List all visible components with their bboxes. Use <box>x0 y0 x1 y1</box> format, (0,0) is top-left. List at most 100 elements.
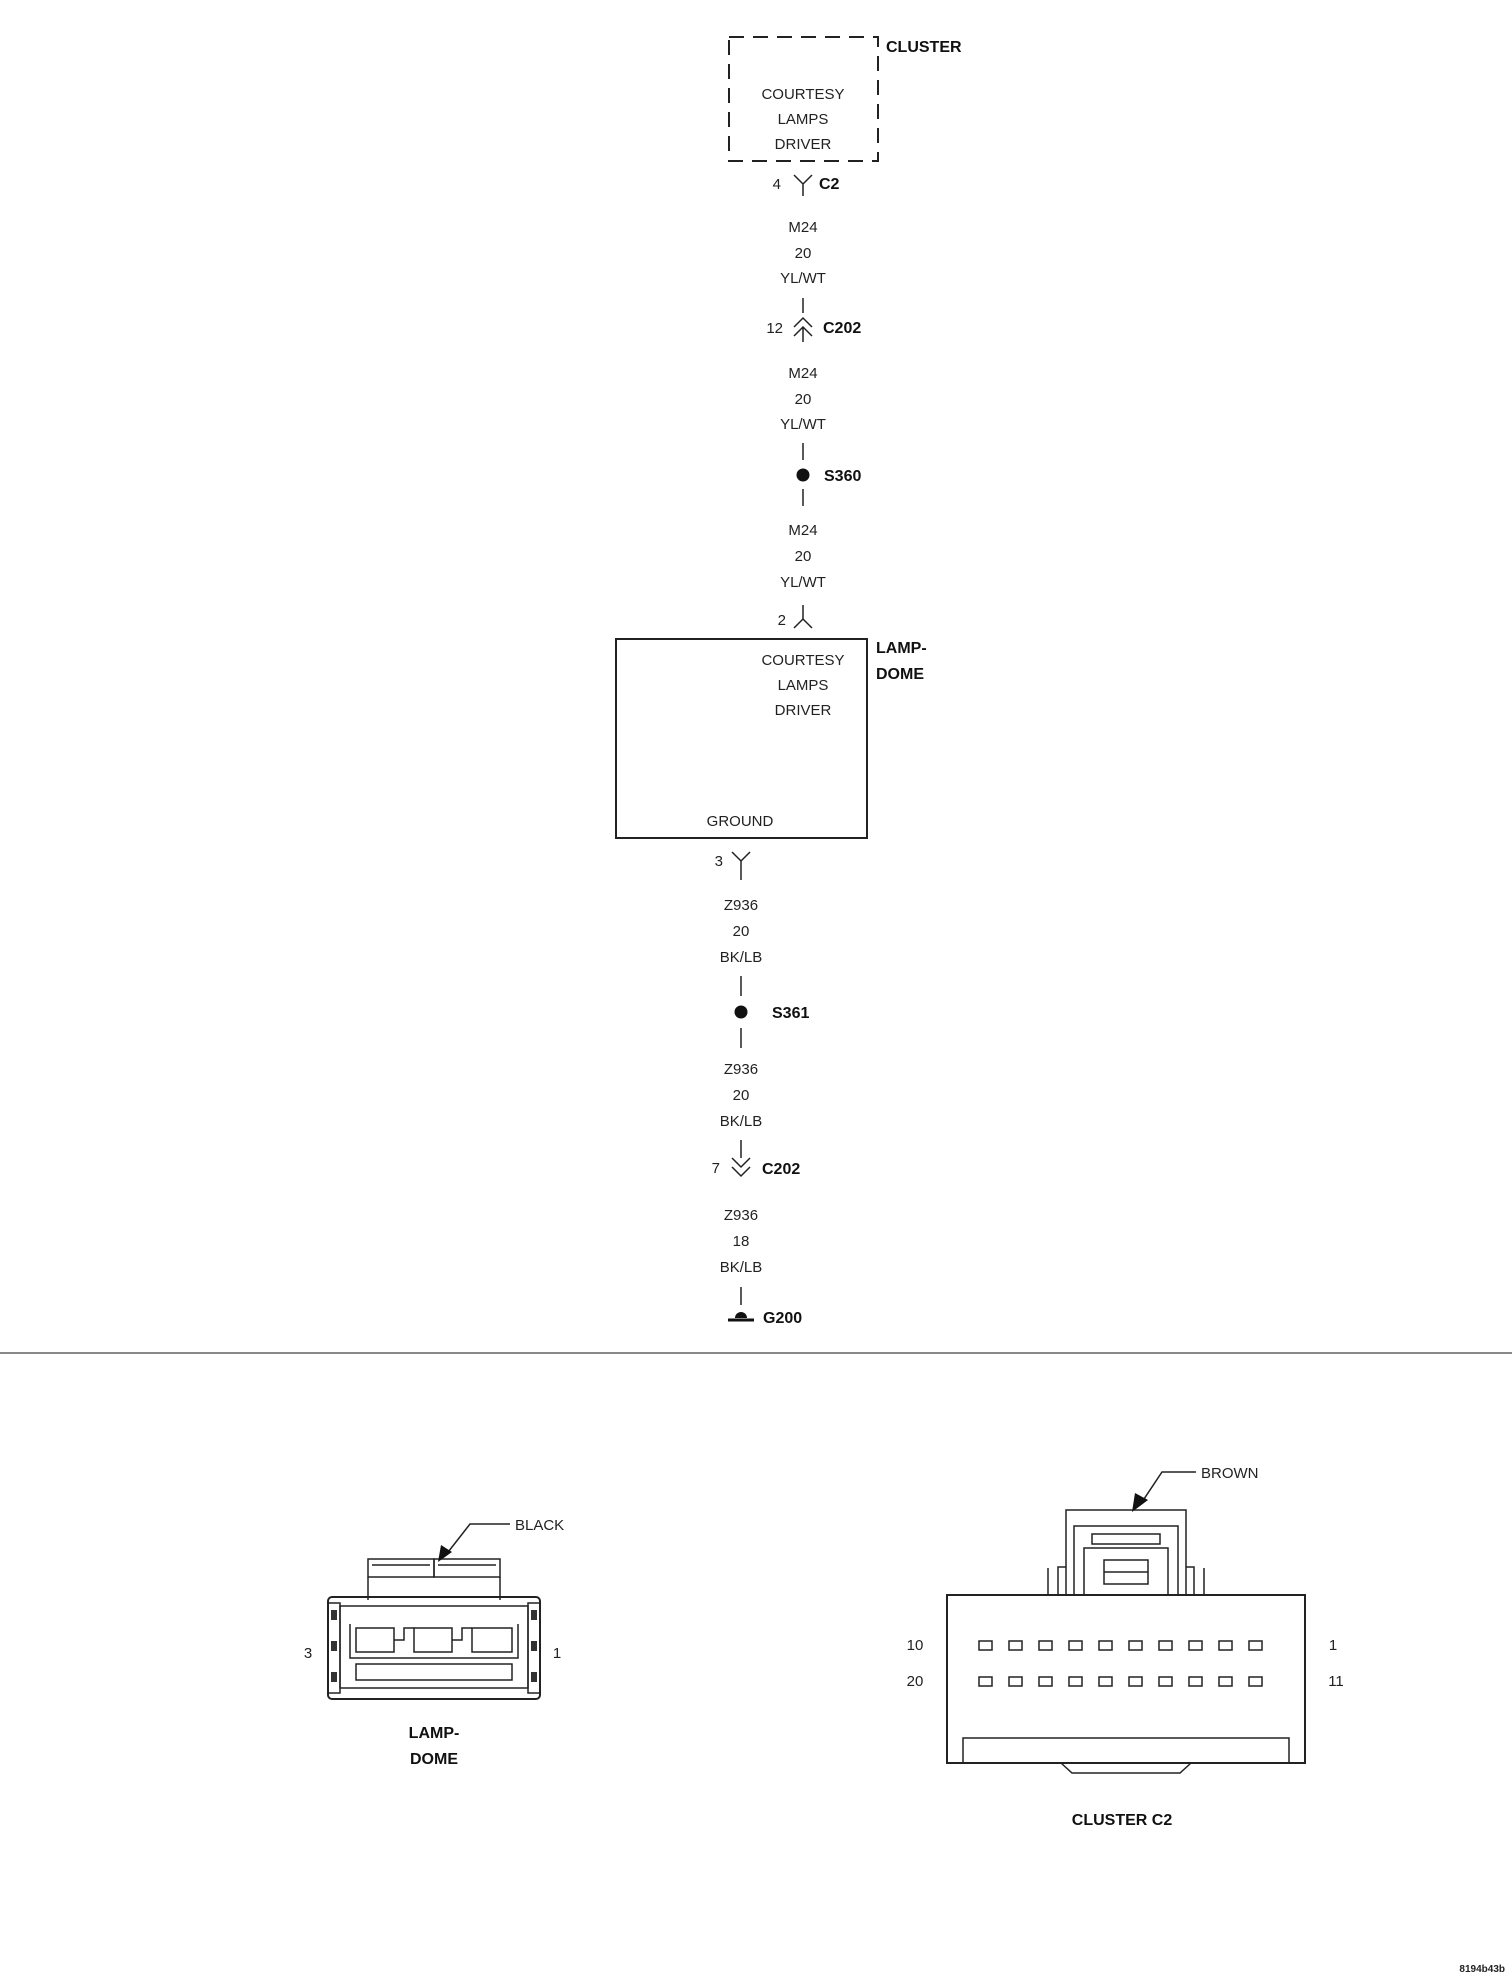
wire-gauge: 18 <box>733 1233 750 1250</box>
cavity-3 <box>355 1627 395 1653</box>
cavity-divider <box>394 1627 414 1641</box>
wire-circuit: M24 <box>788 365 817 382</box>
c2-latch-inner <box>1073 1525 1179 1595</box>
wire-color: BK/LB <box>720 1259 763 1276</box>
c2-cavity <box>978 1640 993 1651</box>
wire-gauge: 20 <box>795 245 812 262</box>
inline-connector-pin: 12 <box>766 320 783 337</box>
lamp-connector-pin-right: 1 <box>553 1645 561 1662</box>
callout-arrow-icon <box>438 1545 452 1562</box>
wire-color: YL/WT <box>780 416 826 433</box>
cluster-box-line-2: LAMPS <box>778 111 829 128</box>
rail-notch <box>531 1641 537 1651</box>
lamp-bottom-pin: 3 <box>715 851 751 880</box>
lamp-box-line-1: COURTESY <box>761 652 844 669</box>
wire-circuit: M24 <box>788 522 817 539</box>
c2-cavity <box>1128 1676 1143 1687</box>
lamp-ground-label: GROUND <box>707 813 774 830</box>
ground-g200: G200 <box>728 1310 802 1327</box>
c2-connector-label: CLUSTER C2 <box>1072 1812 1173 1829</box>
rail-notch <box>331 1641 337 1651</box>
wire-color: BK/LB <box>720 949 763 966</box>
cluster-box-line-3: DRIVER <box>775 136 832 153</box>
lamp-latch-right <box>433 1558 501 1578</box>
c2-cavity <box>1098 1676 1113 1687</box>
lamp-connector-body <box>327 1596 541 1700</box>
c2-cavity <box>1068 1640 1083 1651</box>
lamp-dome-module: LAMP- DOME COURTESY LAMPS DRIVER GROUND <box>615 638 927 839</box>
c2-latch-window <box>1103 1559 1149 1585</box>
c2-cavity <box>1038 1676 1053 1687</box>
wire-gauge: 20 <box>733 1087 750 1104</box>
cluster-dashed-box <box>728 36 879 162</box>
callout-leader <box>1139 1471 1196 1506</box>
c2-cavity <box>1248 1676 1263 1687</box>
c2-cavity <box>1188 1640 1203 1651</box>
lamp-name-line-2: DOME <box>876 666 924 683</box>
splice-name: S360 <box>824 468 861 485</box>
lamp-connector-pin-left: 3 <box>304 1645 312 1662</box>
lamp-dome-connector-view: BLACK 3 1 LAMP- DOME <box>304 1517 564 1768</box>
wire-label-2: M24 20 YL/WT <box>780 522 826 591</box>
lamp-name-line-1: LAMP- <box>876 640 927 657</box>
cavity-1 <box>471 1627 513 1653</box>
cluster-c2-connector-view: BROWN 10 <box>907 1465 1344 1829</box>
lamp-lower-slot <box>355 1663 513 1681</box>
c2-latch-tabs <box>1047 1568 1205 1595</box>
connector-symbol-icon <box>793 174 813 196</box>
c2-cavity <box>1008 1676 1023 1687</box>
wire-circuit: Z936 <box>724 1207 758 1224</box>
lamp-pin-bottom: 3 <box>715 853 723 870</box>
ground-name: G200 <box>763 1310 802 1327</box>
connector-symbol-icon <box>793 605 813 629</box>
c2-cavity <box>1038 1640 1053 1651</box>
splice-dot-icon <box>734 1005 748 1019</box>
wire-gauge: 20 <box>795 391 812 408</box>
c2-cavity <box>1158 1640 1173 1651</box>
c2-cavity <box>1098 1640 1113 1651</box>
cluster-connector-name: C2 <box>819 176 840 193</box>
wire-label-0: M24 20 YL/WT <box>780 219 826 287</box>
figure-id: 8194b43b <box>1459 1964 1505 1975</box>
cavity-outline <box>349 1624 519 1659</box>
c2-cavity-row-bottom <box>978 1676 1263 1687</box>
c2-latch-side <box>1186 1566 1195 1595</box>
wire-gauge: 20 <box>795 548 812 565</box>
c2-cavity <box>1128 1640 1143 1651</box>
c2-pin-top-right: 1 <box>1329 1637 1337 1654</box>
c2-cavity <box>1248 1640 1263 1651</box>
wire-gauge: 20 <box>733 923 750 940</box>
c2-latch-bar <box>1091 1533 1161 1545</box>
c2-cavity <box>1218 1640 1233 1651</box>
inline-connector-c202-top: 12 C202 <box>766 316 861 342</box>
splice-s361: S361 <box>734 1005 809 1022</box>
rail-notch <box>531 1672 537 1682</box>
rail-notch <box>531 1610 537 1620</box>
c2-cavity <box>1218 1676 1233 1687</box>
cluster-pin-number: 4 <box>773 176 781 193</box>
wire-circuit: M24 <box>788 219 817 236</box>
splice-s360: S360 <box>796 468 861 485</box>
inline-connector-icon <box>793 316 813 342</box>
inline-connector-name: C202 <box>762 1161 800 1178</box>
lamp-dome-box <box>615 638 868 839</box>
lamp-pin-top: 2 <box>778 612 786 629</box>
lamp-connector-inner <box>339 1605 529 1689</box>
inline-connector-name: C202 <box>823 320 861 337</box>
lamp-connector-color: BLACK <box>515 1517 564 1534</box>
cluster-module: CLUSTER COURTESY LAMPS DRIVER <box>728 36 962 162</box>
wire-label-4: Z936 20 BK/LB <box>720 1061 763 1130</box>
inline-connector-pin: 7 <box>712 1160 720 1177</box>
c2-bottom-rail <box>962 1737 1290 1764</box>
lamp-box-line-2: LAMPS <box>778 677 829 694</box>
c2-cavity <box>978 1676 993 1687</box>
c2-latch-tower <box>1065 1509 1187 1595</box>
cluster-name: CLUSTER <box>886 39 962 56</box>
wire-label-1: M24 20 YL/WT <box>780 365 826 433</box>
c2-pin-top-left: 10 <box>907 1637 924 1654</box>
side-rail-right <box>527 1602 541 1694</box>
wire-circuit: Z936 <box>724 1061 758 1078</box>
wire-label-3: Z936 20 BK/LB <box>720 897 763 966</box>
wire-color: YL/WT <box>780 574 826 591</box>
